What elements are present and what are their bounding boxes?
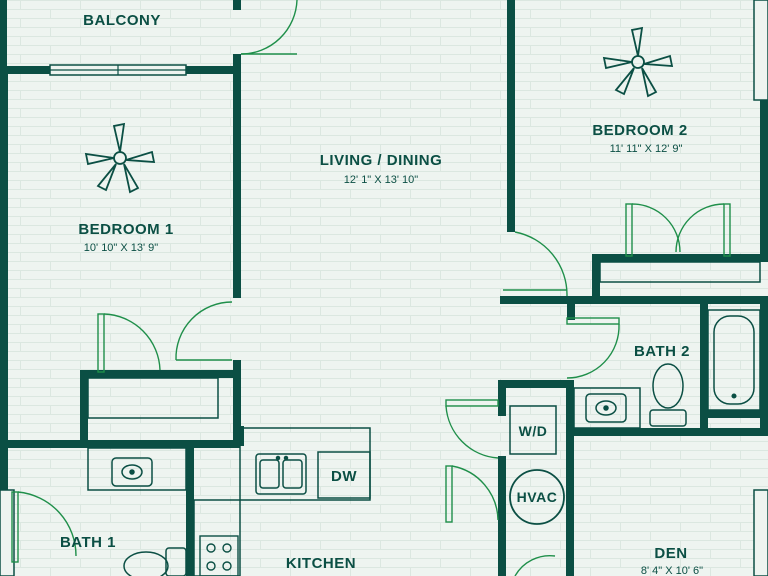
room-size-den: 8' 4" X 10' 6": [641, 565, 703, 576]
room-label-kitchen: KITCHEN: [286, 555, 356, 572]
sink-icon: [585, 393, 627, 423]
sink-icon: [111, 457, 153, 487]
kitchen-sink-icon: [255, 453, 307, 495]
dishwasher: DW: [317, 451, 371, 499]
room-label-balcony: BALCONY: [83, 12, 161, 29]
washer-dryer-label: W/D: [519, 423, 548, 439]
hvac-label: HVAC: [517, 489, 558, 505]
room-label-bedroom-1: BEDROOM 1: [78, 221, 173, 238]
stove-icon: [199, 535, 239, 576]
room-label-den: DEN: [654, 545, 687, 562]
room-label-living-dining: LIVING / DINING: [320, 152, 443, 169]
room-size-bedroom-1: 10' 10" X 13' 9": [84, 242, 158, 254]
ceiling-fan-icon: [84, 122, 156, 194]
room-size-living-dining: 12' 1" X 13' 10": [344, 174, 418, 186]
toilet-icon: [123, 547, 187, 576]
ceiling-fan-icon: [602, 26, 674, 98]
washer-dryer: W/D: [509, 405, 557, 455]
room-label-bath-2: BATH 2: [634, 343, 690, 360]
room-size-bedroom-2: 11' 11" X 12' 9": [610, 143, 683, 155]
toilet-icon: [649, 363, 687, 427]
hvac: HVAC: [509, 469, 565, 525]
dishwasher-label: DW: [331, 468, 357, 485]
doors: [11, 0, 731, 576]
bathtub-icon: [707, 309, 761, 411]
window: [49, 64, 187, 76]
room-label-bedroom-2: BEDROOM 2: [592, 122, 687, 139]
built-ins: [87, 261, 761, 576]
room-label-bath-1: BATH 1: [60, 534, 116, 551]
